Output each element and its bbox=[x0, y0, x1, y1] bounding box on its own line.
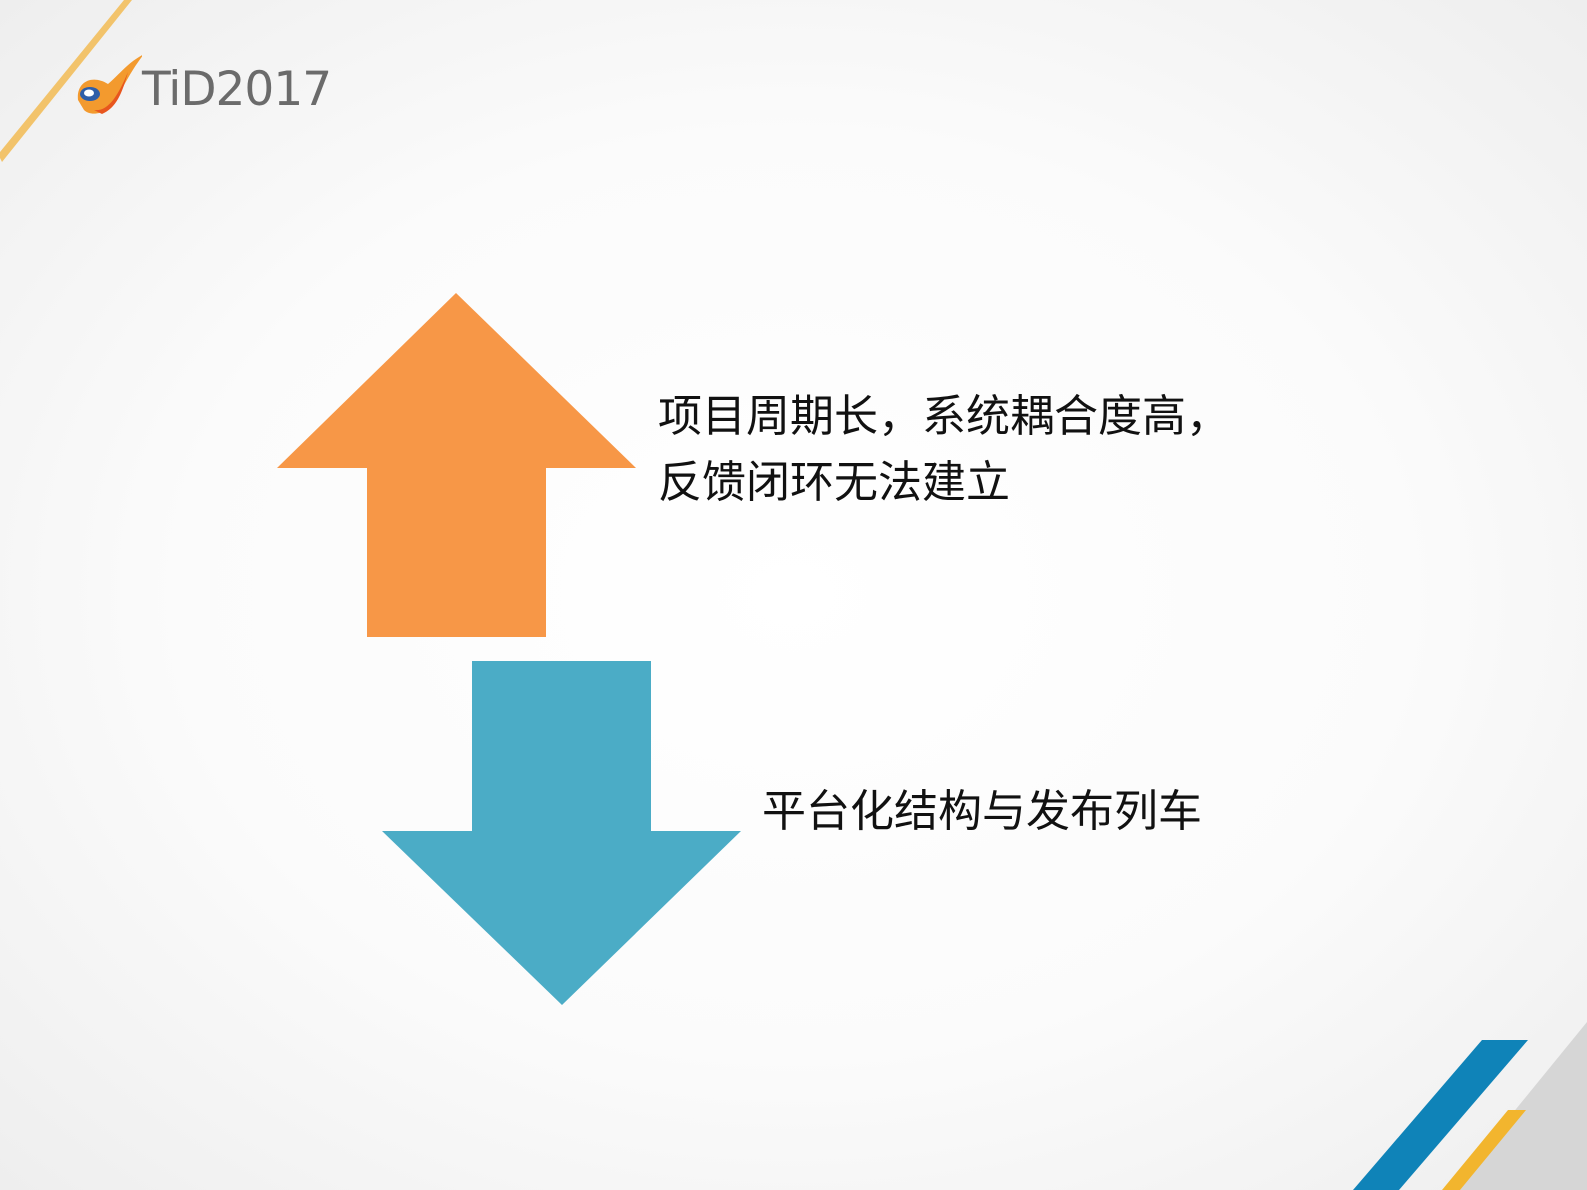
solution-statement: 平台化结构与发布列车 bbox=[762, 786, 1202, 837]
down-arrow-icon bbox=[382, 661, 741, 1005]
bottom-right-gold-stripe bbox=[1442, 1110, 1526, 1190]
problem-statement: 项目周期长，系统耦合度高， 反馈闭环无法建立 bbox=[658, 384, 1230, 516]
tid2017-logo: TiD2017 bbox=[70, 52, 340, 132]
problem-line-1: 项目周期长，系统耦合度高， bbox=[658, 391, 1230, 442]
flame-e-logo-icon bbox=[77, 55, 142, 114]
bottom-right-blue-stripe bbox=[1353, 1040, 1528, 1190]
top-left-gold-stripe bbox=[0, 0, 132, 162]
problem-line-2: 反馈闭环无法建立 bbox=[658, 457, 1010, 508]
logo-text: TiD2017 bbox=[142, 62, 332, 117]
up-arrow-icon bbox=[277, 293, 636, 637]
